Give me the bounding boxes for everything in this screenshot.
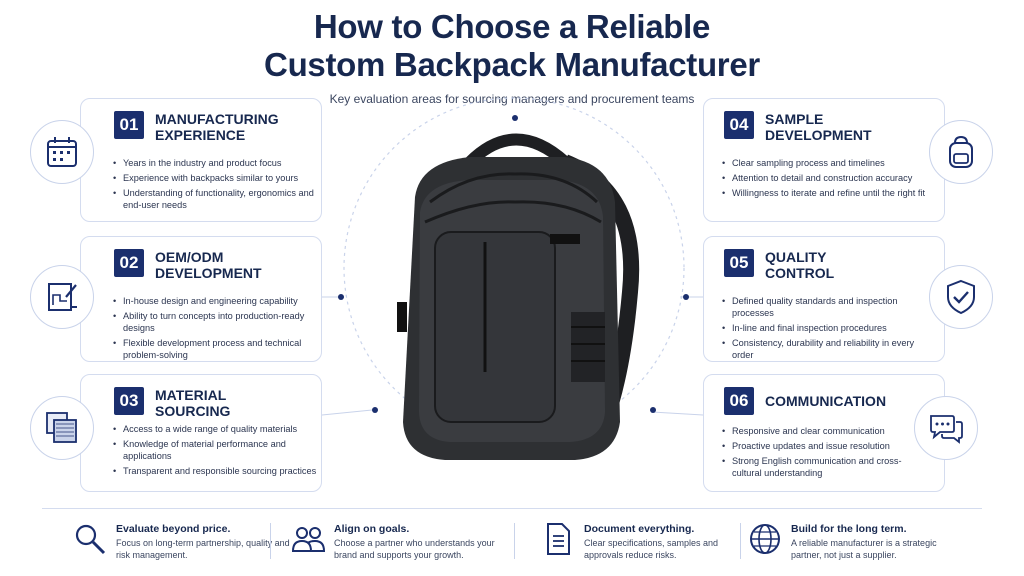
card-number: 05 [724,249,754,277]
list-item: Understanding of functionality, ergonomi… [113,187,318,211]
divider [740,523,741,559]
list-item: Years in the industry and product focus [113,157,318,169]
connector-dot [650,407,656,413]
footer-text: Clear specifications, samples and approv… [584,538,719,560]
backpack-image [397,133,640,460]
list-item: Strong English communication and cross-c… [722,455,927,479]
document-icon [547,523,570,555]
list-item: Defined quality standards and inspection… [722,295,927,319]
footer-text: A reliable manufacturer is a strategic p… [791,538,937,560]
footer-heading: Align on goals. [334,523,410,535]
list-item: Responsive and clear communication [722,425,927,437]
card-number: 04 [724,111,754,139]
footer-item: Build for the long term. A reliable manu… [747,519,967,563]
footer-text: Choose a partner who understands your br… [334,538,495,560]
card-communication: 06 COMMUNICATION Responsive and clear co… [703,374,945,492]
card-number: 06 [724,387,754,415]
chat-bubbles-icon [914,396,978,460]
list-item: Access to a wide range of quality materi… [113,423,318,435]
blueprint-icon [30,265,94,329]
list-item: In-line and final inspection procedures [722,322,927,334]
list-item: Consistency, durability and reliability … [722,337,927,361]
globe-icon [750,524,780,554]
shield-check-icon [929,265,993,329]
card-bullets: Access to a wide range of quality materi… [113,423,318,480]
card-bullets: In-house design and engineering capabili… [113,295,318,364]
list-item: Willingness to iterate and refine until … [722,187,927,199]
magnifier-icon [75,524,106,555]
list-item: Clear sampling process and timelines [722,157,927,169]
footer-heading: Build for the long term. [791,523,907,535]
divider [270,523,271,559]
footer-item: Evaluate beyond price. Focus on long-ter… [72,519,292,563]
card-bullets: Defined quality standards and inspection… [722,295,927,364]
list-item: Attention to detail and construction acc… [722,172,927,184]
backpack-icon [929,120,993,184]
list-item: Proactive updates and issue resolution [722,440,927,452]
fabric-swatch-icon [30,396,94,460]
card-bullets: Clear sampling process and timelines Att… [722,157,927,202]
footer-heading: Evaluate beyond price. [116,523,231,535]
connector-dot [372,407,378,413]
people-icon [291,527,326,552]
card-number: 01 [114,111,144,139]
card-title: COMMUNICATION [765,393,887,409]
list-item: Ability to turn concepts into production… [113,310,318,334]
divider [514,523,515,559]
connector-dot [338,294,344,300]
footer-heading: Document everything. [584,523,695,535]
list-item: Transparent and responsible sourcing pra… [113,465,318,477]
calendar-icon [30,120,94,184]
list-item: Experience with backpacks similar to you… [113,172,318,184]
page-title-line-2: Custom Backpack Manufacturer [264,46,760,83]
page-subtitle: Key evaluation areas for sourcing manage… [329,92,695,106]
footer-text: Focus on long-term partnership, quality … [116,538,290,560]
list-item: Knowledge of material performance and ap… [113,438,318,462]
connector-dot [512,115,518,121]
page-title-line-1: How to Choose a Reliable [313,8,711,45]
connector-dot [683,294,689,300]
card-bullets: Responsive and clear communication Proac… [722,425,927,482]
list-item: In-house design and engineering capabili… [113,295,318,307]
list-item: Flexible development process and technic… [113,337,318,361]
footer-tips: Evaluate beyond price. Focus on long-ter… [42,508,982,573]
footer-item: Align on goals. Choose a partner who und… [290,519,510,563]
card-number: 02 [114,249,144,277]
card-bullets: Years in the industry and product focus … [113,157,318,214]
card-number: 03 [114,387,144,415]
footer-item: Document everything. Clear specification… [540,519,760,563]
